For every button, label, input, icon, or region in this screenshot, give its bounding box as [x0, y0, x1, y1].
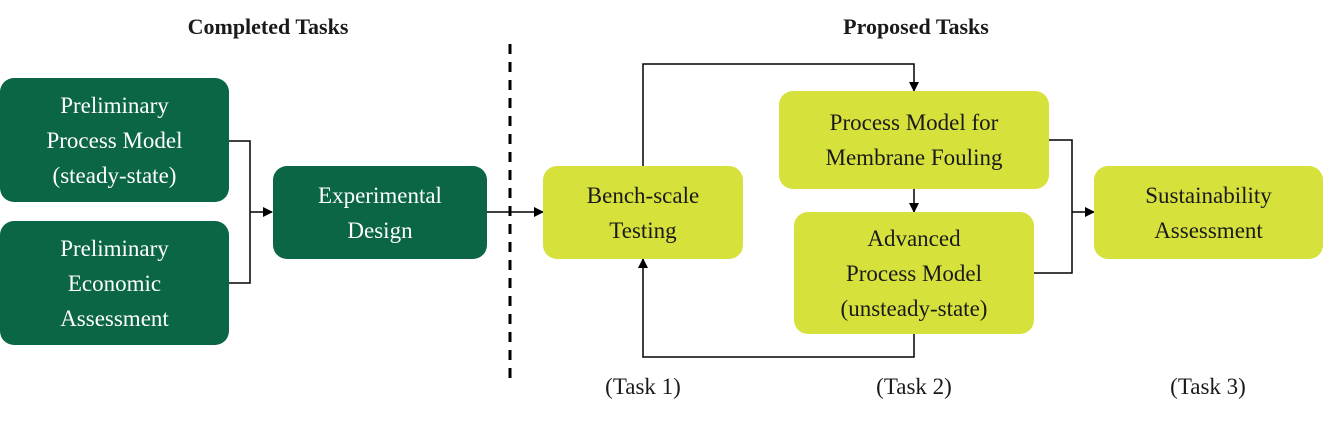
box-line: Advanced	[867, 225, 961, 251]
box-experimental-design: Experimental Design	[273, 166, 487, 259]
box-line: Process Model	[46, 127, 183, 153]
task-label-1: (Task 1)	[605, 374, 681, 399]
box-line: Assessment	[60, 305, 169, 331]
arrow-advanced-to-bench	[638, 258, 915, 358]
box-line: Process Model for	[829, 110, 999, 135]
heading-completed-tasks: Completed Tasks	[187, 14, 349, 39]
connector-task2-merge	[1034, 139, 1073, 274]
box-line: Preliminary	[60, 235, 169, 261]
box-preliminary-economic-assessment: Preliminary Economic Assessment	[0, 221, 229, 345]
heading-proposed-tasks: Proposed Tasks	[843, 14, 989, 39]
box-process-model-membrane-fouling: Process Model for Membrane Fouling	[779, 91, 1049, 189]
arrow-bench-to-fouling	[642, 63, 919, 166]
task-label-2: (Task 2)	[876, 374, 952, 399]
box-line: Preliminary	[60, 92, 169, 118]
connector-process-to-merge	[229, 140, 251, 284]
box-line: Membrane Fouling	[825, 145, 1003, 170]
box-line: Experimental	[318, 182, 442, 208]
box-line: Sustainability	[1145, 182, 1272, 208]
box-line: Design	[347, 217, 413, 243]
box-line: (unsteady-state)	[840, 295, 988, 321]
box-sustainability-assessment: Sustainability Assessment	[1094, 166, 1323, 259]
box-line: Assessment	[1154, 217, 1263, 243]
task-label-3: (Task 3)	[1170, 374, 1246, 399]
box-line: Process Model	[845, 260, 983, 286]
box-advanced-process-model: Advanced Process Model (unsteady-state)	[794, 212, 1034, 334]
box-line: (steady-state)	[52, 162, 177, 188]
box-line: Economic	[67, 270, 162, 296]
box-line: Bench-scale	[586, 182, 700, 208]
box-preliminary-process-model: Preliminary Process Model (steady-state)	[0, 78, 229, 202]
box-bench-scale-testing: Bench-scale Testing	[543, 166, 743, 259]
box-line: Testing	[609, 217, 677, 243]
